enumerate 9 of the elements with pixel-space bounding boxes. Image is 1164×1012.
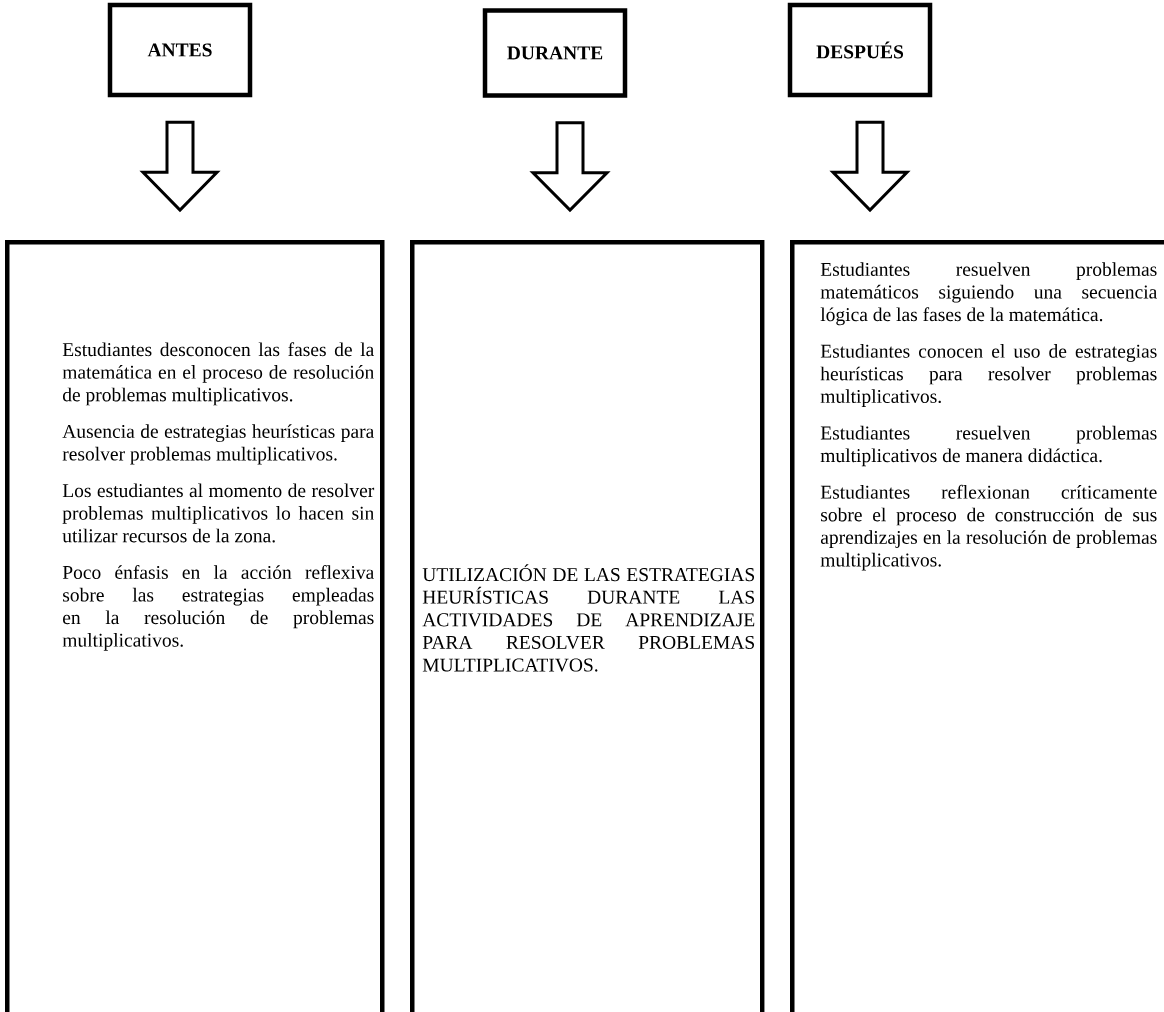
block-arrow	[139, 120, 221, 213]
heading-box: DURANTE	[482, 8, 628, 98]
text-box: UTILIZACIÓN DE LAS ESTRATEGIAS HEURÍSTICAS DURANTE LAS ACTIVIDADES DE APRENDIZAJE PARA RESOLVER PROBLEMAS MULTIPLICATIVOS.	[410, 240, 765, 1012]
block-arrow	[829, 120, 911, 213]
text-box: Estudiantes desconocen las fases de la matemática en el proceso de resolución de problemas multiplicativos. Ausencia de estrategias heurísticas para resolver problemas multiplicativos. Los estudiantes al momento de resolver problemas multiplicativos lo hacen sin utilizar recursos de la zona. Poco énfasis en la acción reflexiva sobre las estrategias empleadas en la resolución de problemas multiplicativos.	[5, 240, 385, 1012]
heading-box: DESPUÉS	[787, 2, 933, 98]
text-box: Estudiantes resuelven problemas matemáticos siguiendo una secuencia lógica de las fases de la matemática. Estudiantes conocen el uso de estrategias heurísticas para resolver problemas multiplicativos. Estudiantes resuelven problemas multiplicativos de manera didáctica. Estudiantes reflexionan críticamente sobre el proceso de construcción de sus aprendizajes en la resolución de problemas multiplicativos.	[790, 240, 1164, 1012]
heading-box: ANTES	[107, 2, 253, 98]
block-arrow	[529, 121, 611, 213]
